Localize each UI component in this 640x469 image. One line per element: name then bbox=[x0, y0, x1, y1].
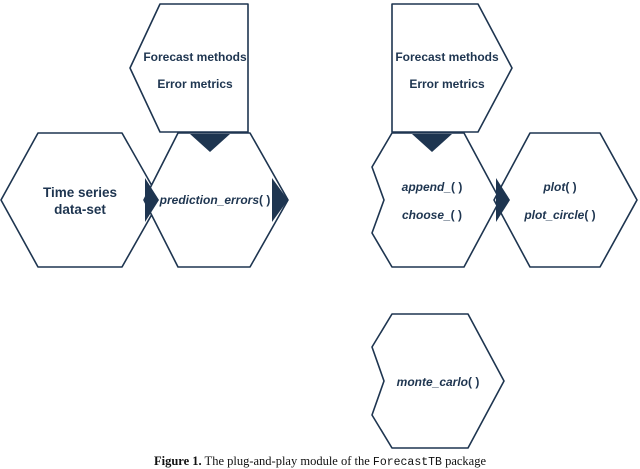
right-top-box bbox=[391, 3, 513, 133]
monte-carlo-parens: ( ) bbox=[468, 375, 479, 389]
left-top-box bbox=[129, 3, 249, 133]
left-output-notch bbox=[272, 178, 288, 222]
figure-caption: Figure 1. The plug-and-play module of th… bbox=[0, 454, 640, 469]
left-inner-notch bbox=[145, 178, 159, 222]
center-hex-label: prediction_errors( ) bbox=[159, 193, 271, 207]
monte-carlo-label: monte_carlo( ) bbox=[397, 375, 480, 389]
left-hex-line2: data-set bbox=[54, 202, 106, 217]
right-bottom-hexagon bbox=[371, 313, 505, 449]
right-top-notch bbox=[412, 134, 452, 152]
right-left-hexagon bbox=[371, 132, 501, 268]
append-func: append_ bbox=[402, 180, 452, 194]
choose-parens: ( ) bbox=[451, 208, 462, 222]
append-label: append_( ) bbox=[402, 180, 463, 194]
left-data-hexagon bbox=[0, 132, 161, 268]
caption-text1: The plug-and-play module of the bbox=[201, 454, 373, 468]
plot-circle-label: plot_circle( ) bbox=[523, 208, 595, 222]
left-top-box-line1: Forecast methods bbox=[143, 50, 247, 64]
caption-text2: package bbox=[441, 454, 487, 468]
choose-label: choose_( ) bbox=[402, 208, 462, 222]
left-center-hexagon bbox=[143, 132, 289, 268]
center-hex-parens: ( ) bbox=[259, 193, 270, 207]
plot-func: plot bbox=[542, 180, 566, 194]
left-top-box-line2: Error metrics bbox=[157, 77, 233, 91]
monte-carlo-func: monte_carlo bbox=[397, 375, 468, 389]
left-top-notch bbox=[190, 134, 230, 152]
plot-circle-func: plot_circle bbox=[523, 208, 584, 222]
right-top-box-line2: Error metrics bbox=[409, 77, 485, 91]
plot-parens: ( ) bbox=[565, 180, 576, 194]
left-hex-line1: Time series bbox=[43, 185, 117, 200]
caption-package: ForecastTB bbox=[372, 456, 442, 469]
center-hex-func: prediction_errors bbox=[159, 193, 260, 207]
right-right-hexagon bbox=[493, 132, 638, 268]
plot-circle-parens: ( ) bbox=[584, 208, 595, 222]
append-parens: ( ) bbox=[451, 180, 462, 194]
caption-lead: Figure 1. bbox=[153, 454, 202, 468]
plot-label: plot( ) bbox=[542, 180, 576, 194]
right-top-box-line1: Forecast methods bbox=[395, 50, 499, 64]
choose-func: choose_ bbox=[402, 208, 451, 222]
right-inner-notch bbox=[496, 178, 510, 222]
